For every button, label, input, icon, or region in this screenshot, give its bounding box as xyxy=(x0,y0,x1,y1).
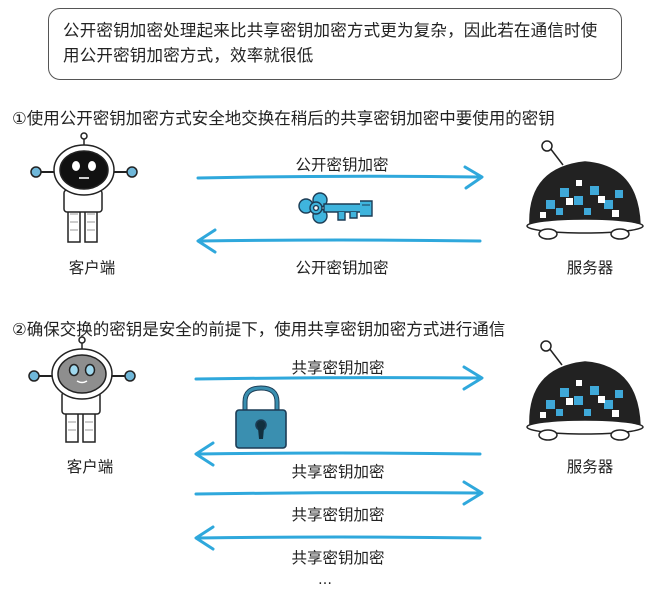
client-robot-icon xyxy=(30,132,138,243)
step1-server-label: 服务器 xyxy=(566,259,614,277)
note-callout: 公开密钥加密处理起来比共享密钥加密方式更为复杂，因此若在通信时使用公开密钥加密方… xyxy=(48,8,622,80)
step1-arrow-label-bottom: 公开密钥加密 xyxy=(295,259,389,277)
step1-arrow-right xyxy=(196,165,484,190)
step1-title: ①使用公开密钥加密方式安全地交换在稍后的共享密钥加密中要使用的密钥 xyxy=(12,109,555,128)
step2-arrow-label-4: 共享密钥加密 xyxy=(291,549,385,567)
client-robot-icon xyxy=(28,336,136,443)
server-robot-icon xyxy=(526,140,644,240)
step1-arrow-label-top: 公开密钥加密 xyxy=(295,156,389,174)
step2-arrow-label-1: 共享密钥加密 xyxy=(291,359,385,377)
step2-arrow-3-right xyxy=(194,480,484,506)
step2-arrow-4-left xyxy=(194,525,482,551)
step2-server-label: 服务器 xyxy=(566,458,614,476)
step2-arrow-1-right xyxy=(194,365,484,391)
server-robot-icon xyxy=(526,340,644,441)
step2-client-label: 客户端 xyxy=(66,458,114,476)
ellipsis: … xyxy=(318,572,333,588)
step1-arrow-left xyxy=(196,228,482,254)
padlock-icon xyxy=(235,385,287,449)
step2-title: ②确保交换的密钥是安全的前提下，使用共享密钥加密方式进行通信 xyxy=(12,320,506,339)
step2-arrow-2-left xyxy=(194,441,482,467)
step2-arrow-label-2: 共享密钥加密 xyxy=(291,463,385,481)
step1-client-label: 客户端 xyxy=(68,259,116,277)
step2-arrow-label-3: 共享密钥加密 xyxy=(291,506,385,524)
key-icon xyxy=(298,192,373,224)
